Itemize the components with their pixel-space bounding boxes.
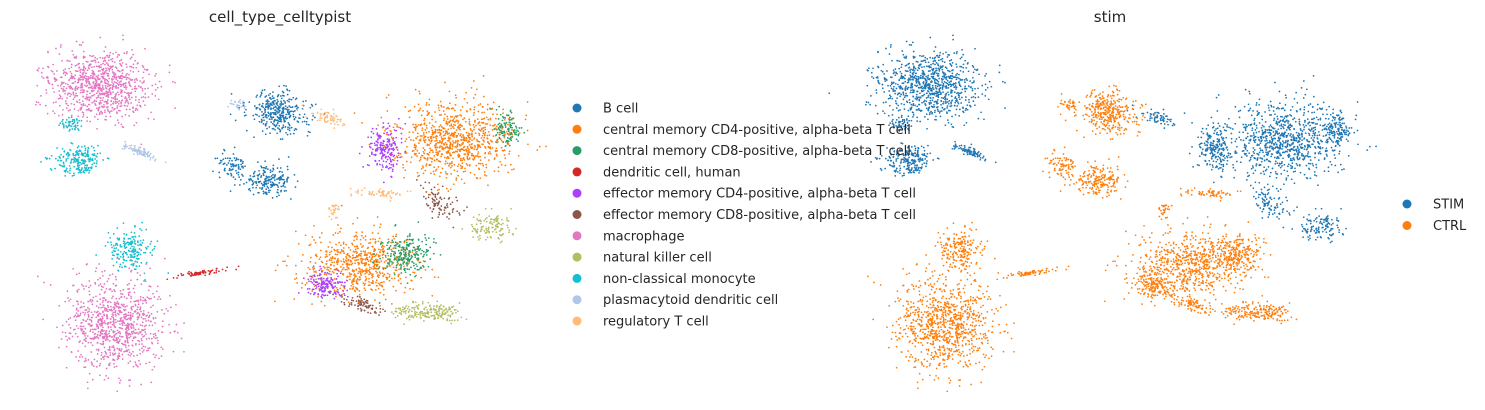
legend-stim: STIM CTRL xyxy=(1402,198,1467,234)
legend-celltype-marker-2 xyxy=(572,146,582,156)
legend-celltype-marker-7 xyxy=(572,252,582,262)
legend-celltype-marker-1 xyxy=(572,124,582,134)
scatter-mark-celltype-1f77b4 xyxy=(212,84,326,200)
scatter-points-stim xyxy=(828,34,1377,393)
legend-celltype: B cell central memory CD4-positive, alpha… xyxy=(572,102,916,330)
scatter-points-celltype xyxy=(0,34,547,393)
legend-stim-marker-0 xyxy=(1402,199,1412,209)
legend-celltype-marker-5 xyxy=(572,210,582,219)
panel-title-stim: stim xyxy=(1094,8,1126,26)
scatter-mark-celltype-279e68 xyxy=(366,105,526,285)
legend-celltype-label-9: plasmacytoid dendritic cell xyxy=(603,293,778,308)
legend-celltype-label-0: B cell xyxy=(603,102,638,117)
scatter-mark-celltype-ffbb78 xyxy=(296,104,412,221)
legend-celltype-marker-3 xyxy=(572,167,582,177)
legend-celltype-label-2: central memory CD8-positive, alpha-beta … xyxy=(603,144,911,159)
legend-celltype-label-6: macrophage xyxy=(603,229,685,244)
legend-celltype-label-7: natural killer cell xyxy=(603,251,712,266)
legend-celltype-label-3: dendritic cell, human xyxy=(603,165,741,180)
scatter-mark-celltype-aa40fc xyxy=(297,117,407,300)
scatter-mark-celltype-8c564b xyxy=(332,179,468,316)
panel-title-celltype: cell_type_celltypist xyxy=(209,8,351,27)
legend-celltype-label-4: effector memory CD4-positive, alpha-beta… xyxy=(603,187,916,202)
legend-stim-label-1: CTRL xyxy=(1433,219,1467,234)
scatter-mark-celltype-d62728 xyxy=(166,265,240,281)
legend-celltype-marker-0 xyxy=(572,103,582,113)
legend-celltype-label-10: regulatory T cell xyxy=(603,315,709,330)
scatter-mark-stim-ff7f0e xyxy=(866,84,1298,393)
legend-stim-marker-1 xyxy=(1402,221,1412,230)
scatter-mark-celltype-b5bd61 xyxy=(390,207,517,326)
scatter-mark-stim-1f77b4 xyxy=(828,34,1377,244)
legend-celltype-label-1: central memory CD4-positive, alpha-beta … xyxy=(603,123,911,138)
scatter-mark-celltype-e377c2 xyxy=(0,34,185,393)
legend-celltype-marker-6 xyxy=(572,231,582,241)
legend-celltype-marker-9 xyxy=(572,295,582,305)
legend-celltype-marker-10 xyxy=(572,316,582,326)
legend-celltype-label-8: non-classical monocyte xyxy=(603,272,756,287)
legend-stim-label-0: STIM xyxy=(1433,198,1464,213)
scatter-mark-celltype-aec7e8 xyxy=(121,98,246,164)
scatter-mark-celltype-ff7f0e xyxy=(273,75,547,313)
legend-celltype-marker-8 xyxy=(572,273,582,283)
scatter-mark-celltype-17becf xyxy=(40,116,170,282)
legend-celltype-marker-4 xyxy=(572,188,582,198)
legend-celltype-label-5: effector memory CD8-positive, alpha-beta… xyxy=(603,208,916,223)
